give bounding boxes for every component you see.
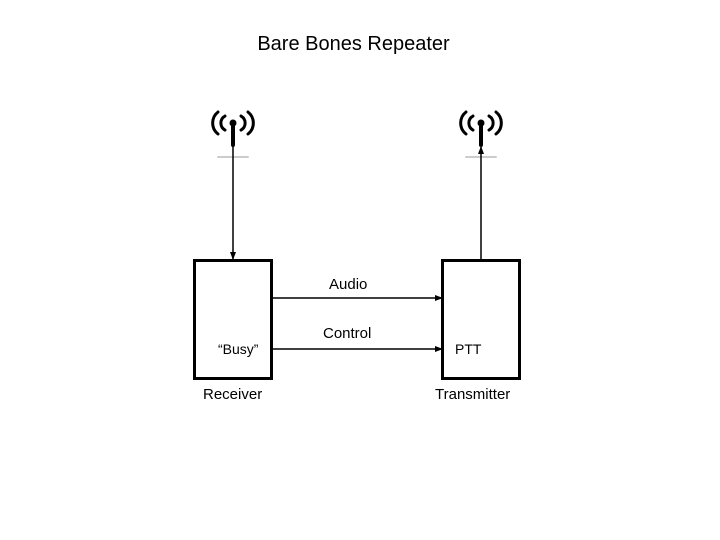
transmitter-box <box>441 259 521 380</box>
receiver-label: Receiver <box>203 386 263 403</box>
ptt-label: PTT <box>455 341 482 357</box>
receiver-box <box>193 259 273 380</box>
transmitter-label: Transmitter <box>435 386 511 403</box>
audio-label: Audio <box>329 276 368 293</box>
control-label: Control <box>323 325 372 342</box>
busy-label: “Busy” <box>218 341 259 357</box>
diagram-title: Bare Bones Repeater <box>257 33 450 55</box>
